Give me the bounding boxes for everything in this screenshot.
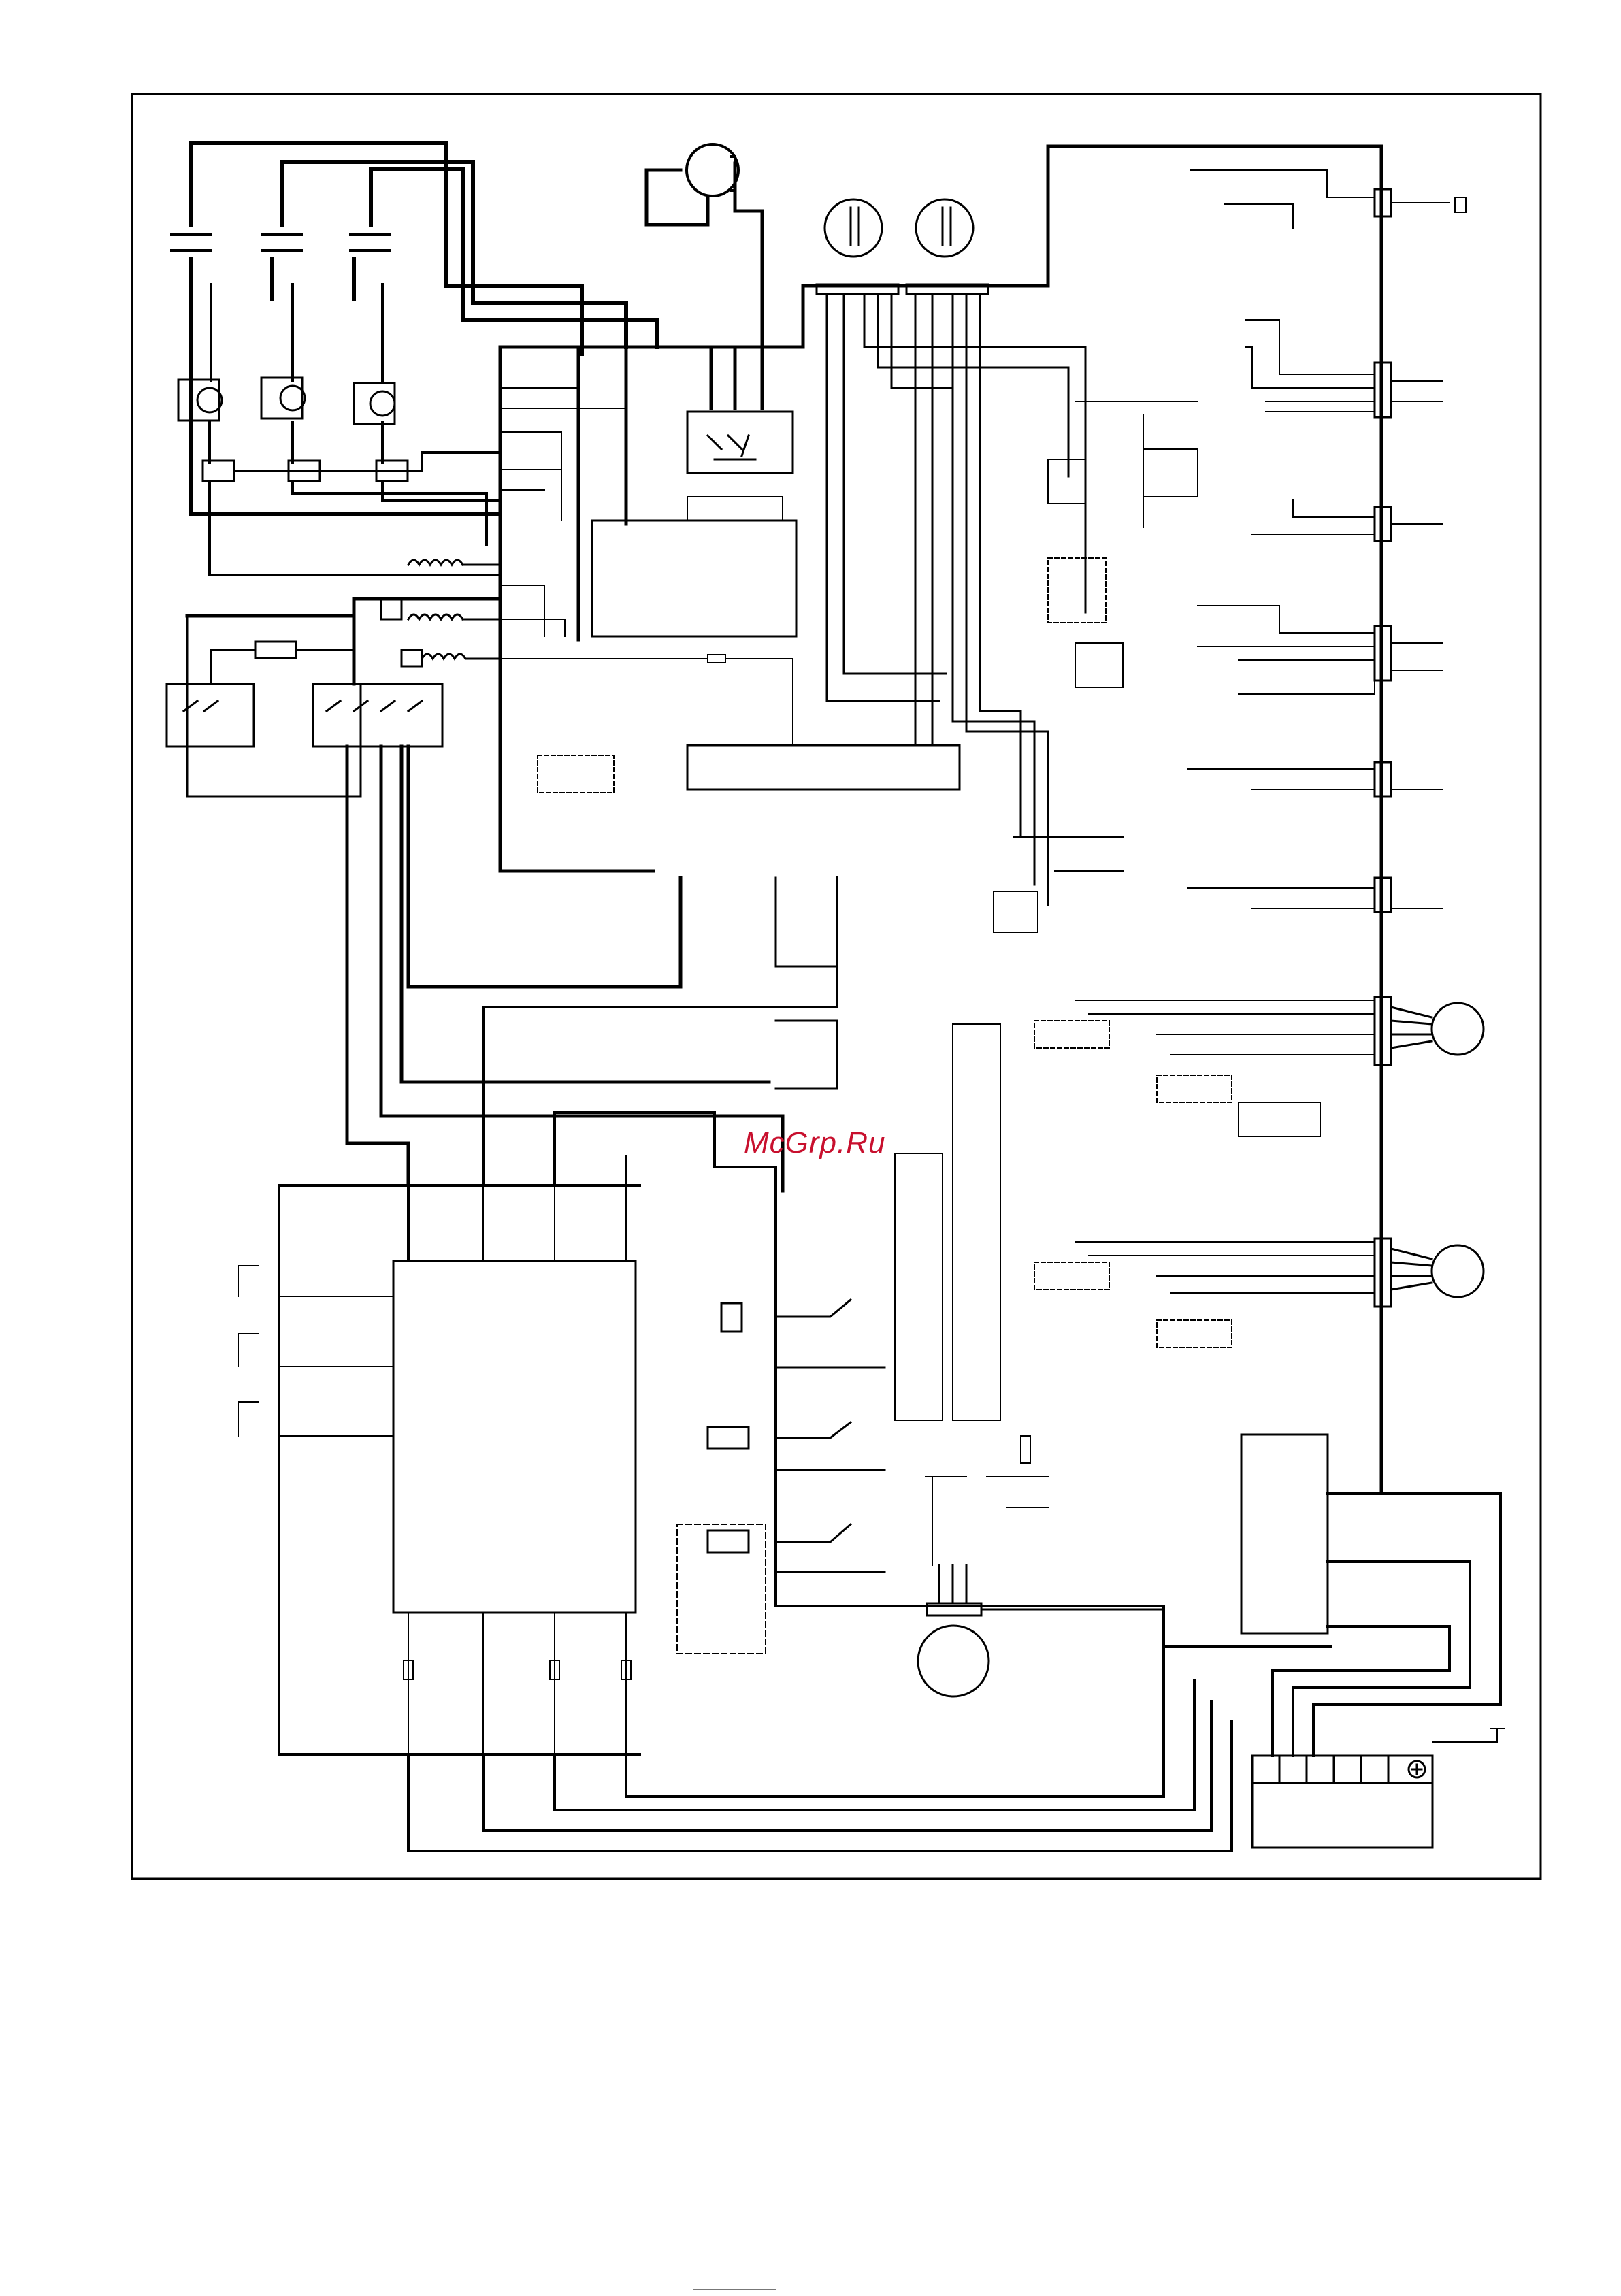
control-board-bar xyxy=(687,745,960,789)
power-board-wires xyxy=(1164,1494,1501,1756)
control-board-left xyxy=(592,521,796,636)
compressor-motors xyxy=(817,199,1085,905)
inverter-wiring xyxy=(279,878,1232,1851)
ground-arrows xyxy=(238,1266,259,1436)
capacitor-group-bottom xyxy=(926,1436,1048,1565)
fan-motor-right-2 xyxy=(1391,1245,1484,1297)
left-harness xyxy=(210,284,500,575)
fan-motor-right-1 xyxy=(1391,1003,1484,1055)
fan-driver-circuits xyxy=(1034,1000,1375,1347)
small-opto-circuits xyxy=(994,401,1198,932)
control-wires xyxy=(500,388,793,745)
optocoupler-symbol xyxy=(708,436,755,459)
power-board xyxy=(1241,1434,1328,1633)
inverter-terminals xyxy=(279,1185,631,1754)
relay-column xyxy=(677,878,885,1654)
contactor-wiring xyxy=(187,599,783,1191)
bypass-block-left xyxy=(538,755,614,793)
watermark: McGrp.Ru xyxy=(744,1126,885,1160)
ground-icon xyxy=(1432,1728,1504,1742)
sensor-wires xyxy=(1188,170,1466,908)
heatsink-right xyxy=(953,1024,1000,1420)
control-board-strip xyxy=(687,497,783,521)
capacitor-bank xyxy=(191,143,657,514)
fan-motor-top xyxy=(687,144,738,196)
heatsink-left xyxy=(895,1153,943,1420)
inverter-module xyxy=(393,1261,636,1613)
capacitor-plates xyxy=(171,235,390,250)
thermal-protector-icons xyxy=(178,378,395,424)
compressor-motor-bottom xyxy=(918,1565,1164,1696)
power-terminal-block-with-ground xyxy=(1252,1756,1432,1848)
optocoupler-block xyxy=(687,412,793,473)
